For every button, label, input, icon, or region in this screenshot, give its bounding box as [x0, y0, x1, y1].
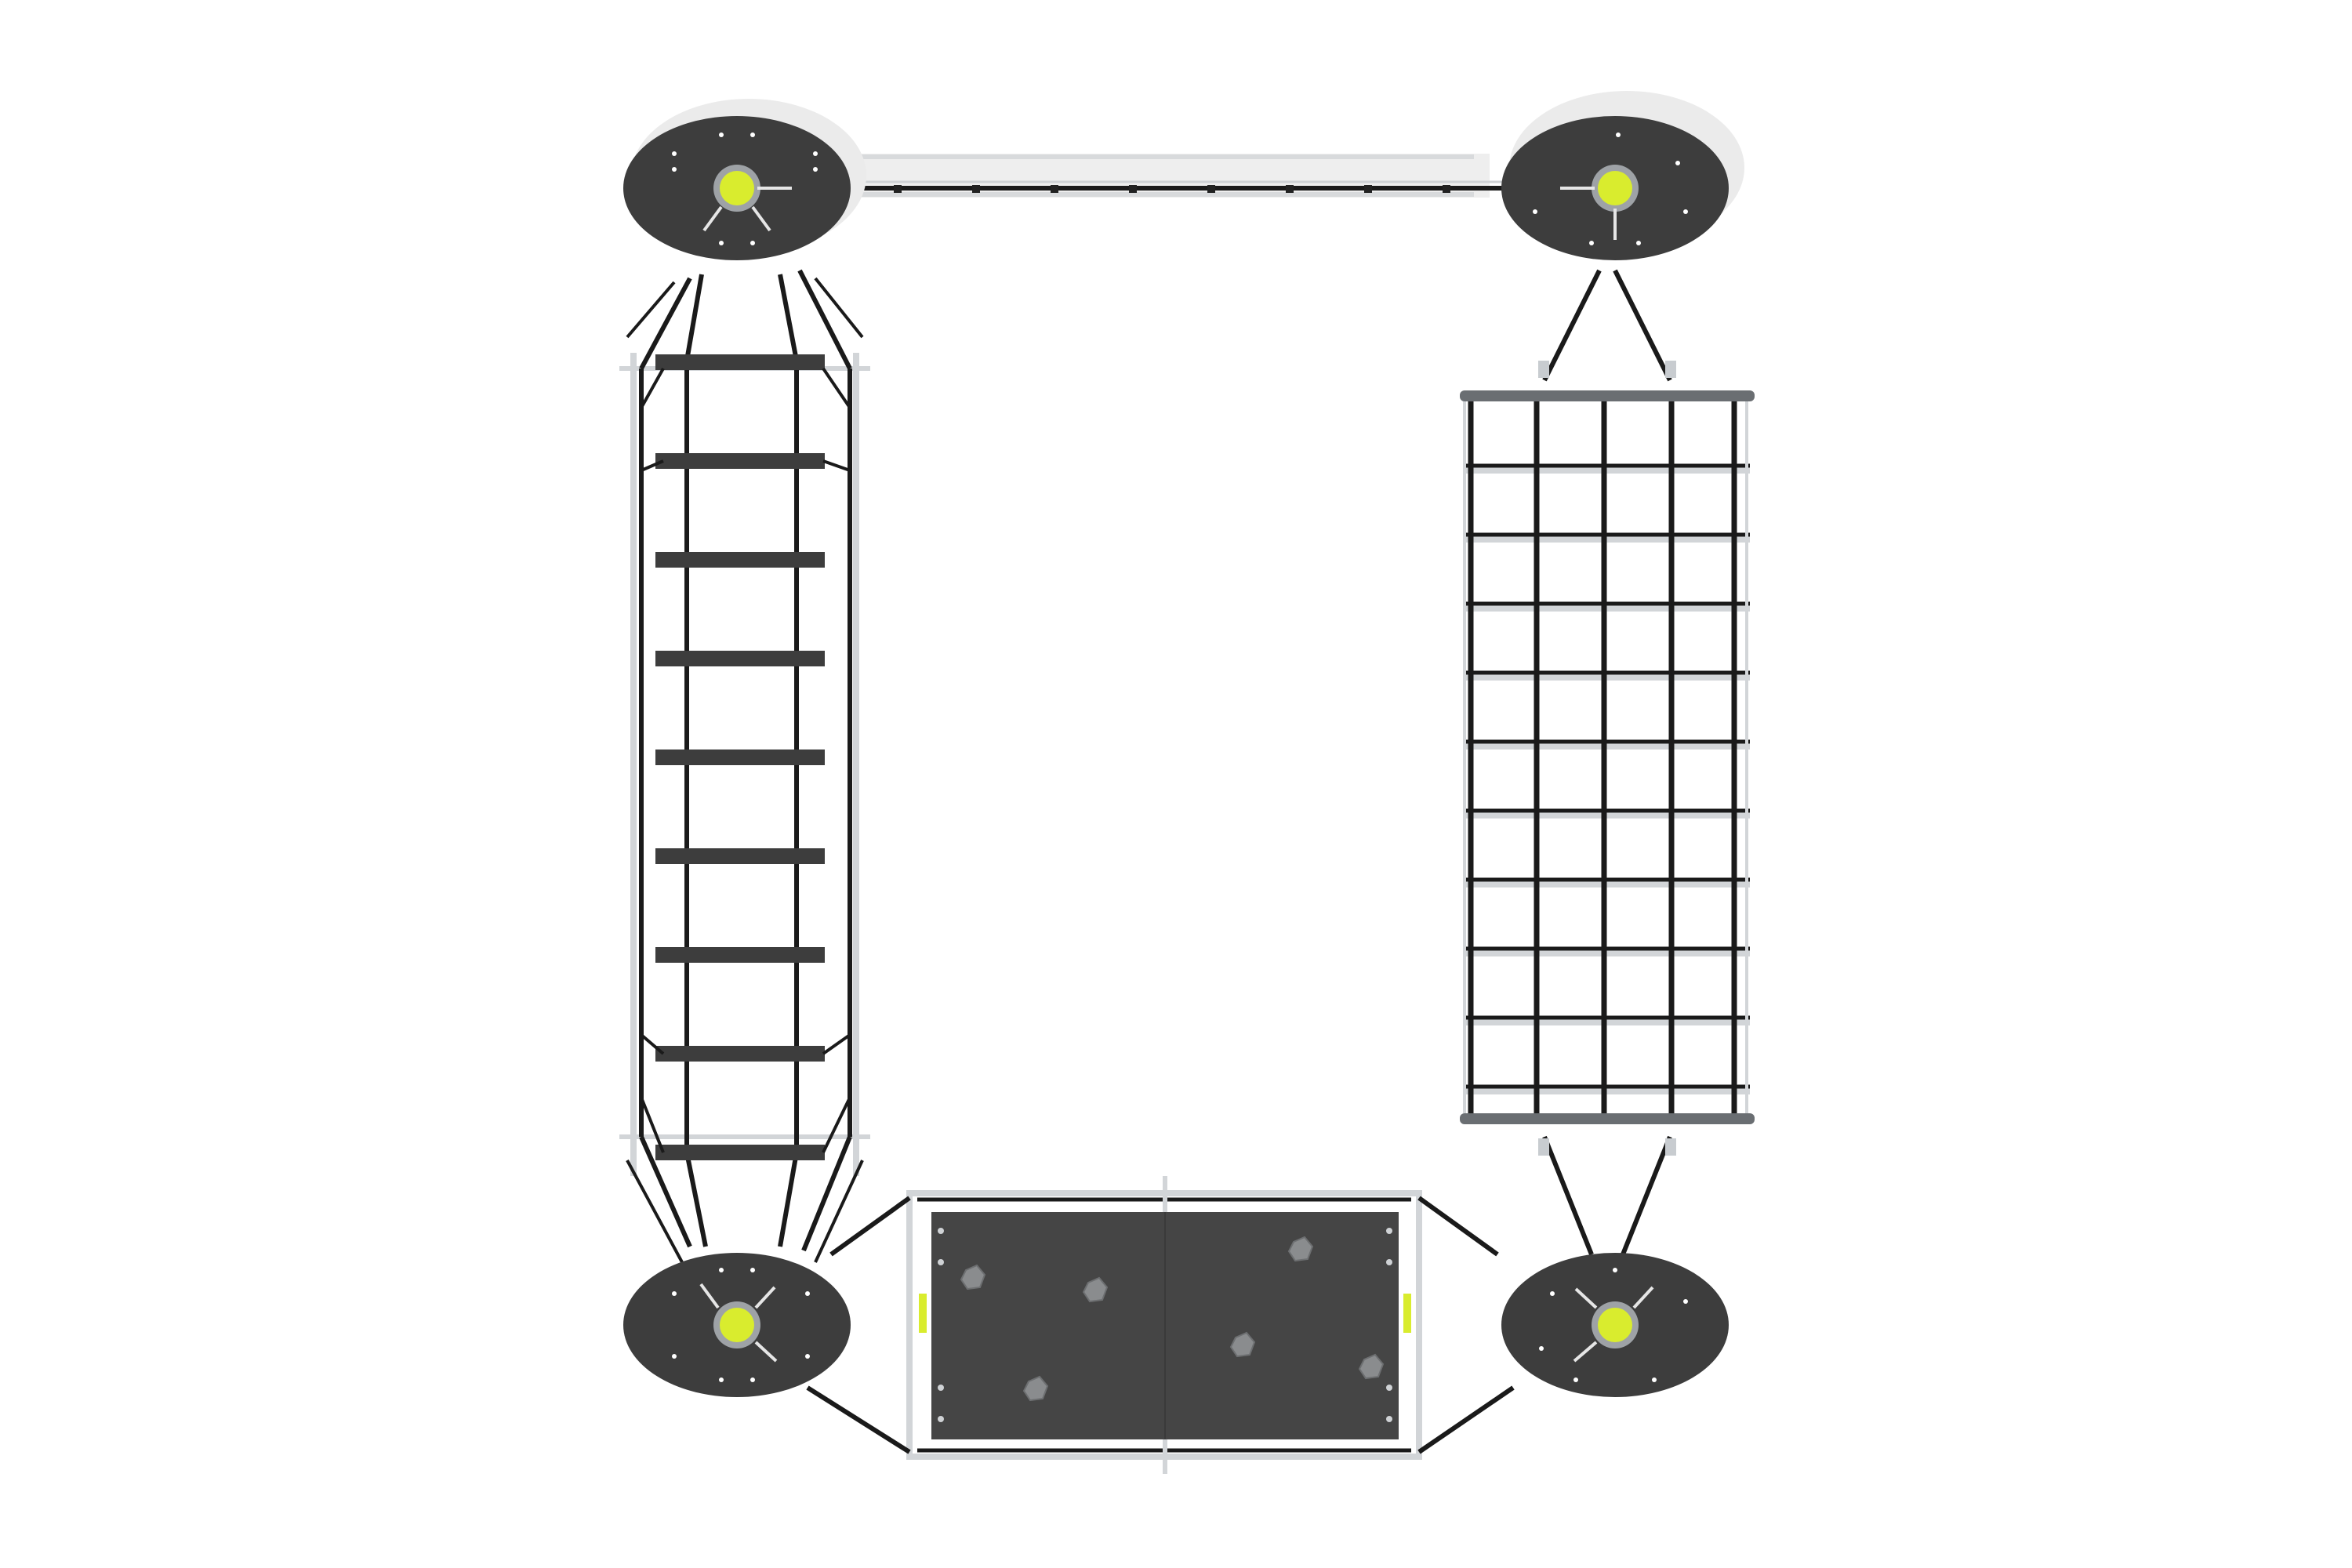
ladder-bridge-left — [619, 269, 870, 1263]
climbing-hold — [960, 1236, 1385, 1402]
net-bridge-right — [1460, 269, 1755, 1256]
platform-top-left — [623, 99, 866, 260]
platform-bottom-right — [1501, 1253, 1729, 1397]
ladder-plank — [655, 354, 825, 1160]
rope-bridge-top — [815, 154, 1537, 198]
climbing-wall-bottom — [806, 1176, 1515, 1474]
platform-top-right — [1501, 91, 1744, 260]
platform-bottom-left — [623, 1253, 851, 1397]
